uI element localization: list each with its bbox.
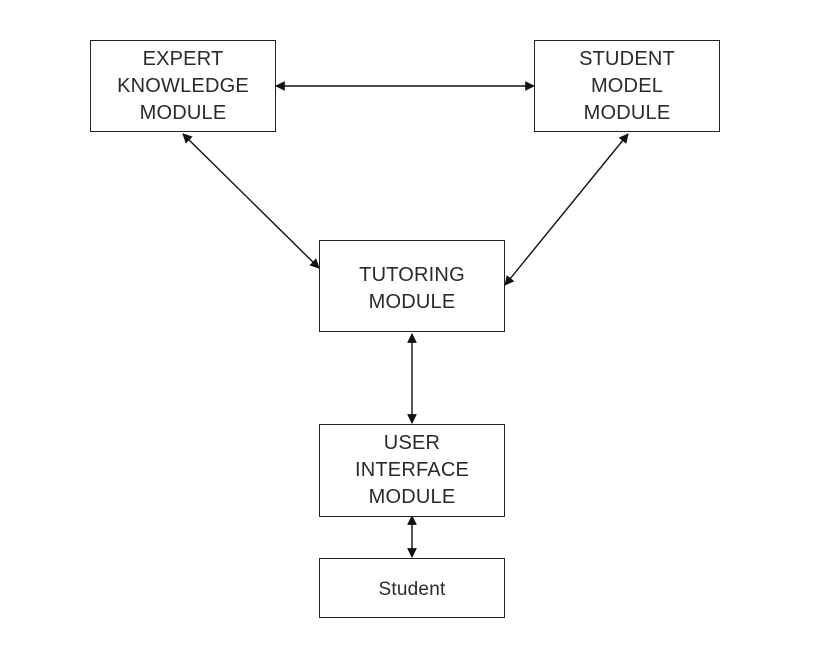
tutoring-line-1: TUTORING [359,264,465,286]
student-model-module-box: STUDENT MODEL MODULE [534,40,720,132]
ui-line-1: USER [383,432,441,454]
student-model-line-2: MODEL [590,74,664,97]
expert-line-2: KNOWLEDGE [117,74,249,97]
user-interface-module-box: USER INTERFACE MODULE [319,424,505,517]
tutoring-module-box: TUTORING MODULE [319,240,505,332]
student-model-line-3: MODULE [583,101,671,124]
ui-line-3: MODULE [368,486,456,508]
arrow-student-model-to-tutoring [504,133,629,286]
expert-line-3: MODULE [139,101,227,124]
expert-line-1: EXPERT [142,47,224,70]
student-model-line-1: STUDENT [579,47,675,70]
student-box: Student [319,558,505,618]
student-label: Student [378,578,446,600]
ui-line-2: INTERFACE [354,459,470,481]
tutoring-line-2: MODULE [368,291,456,313]
arrow-expert-to-tutoring [182,133,320,269]
expert-knowledge-module-box: EXPERT KNOWLEDGE MODULE [90,40,276,132]
